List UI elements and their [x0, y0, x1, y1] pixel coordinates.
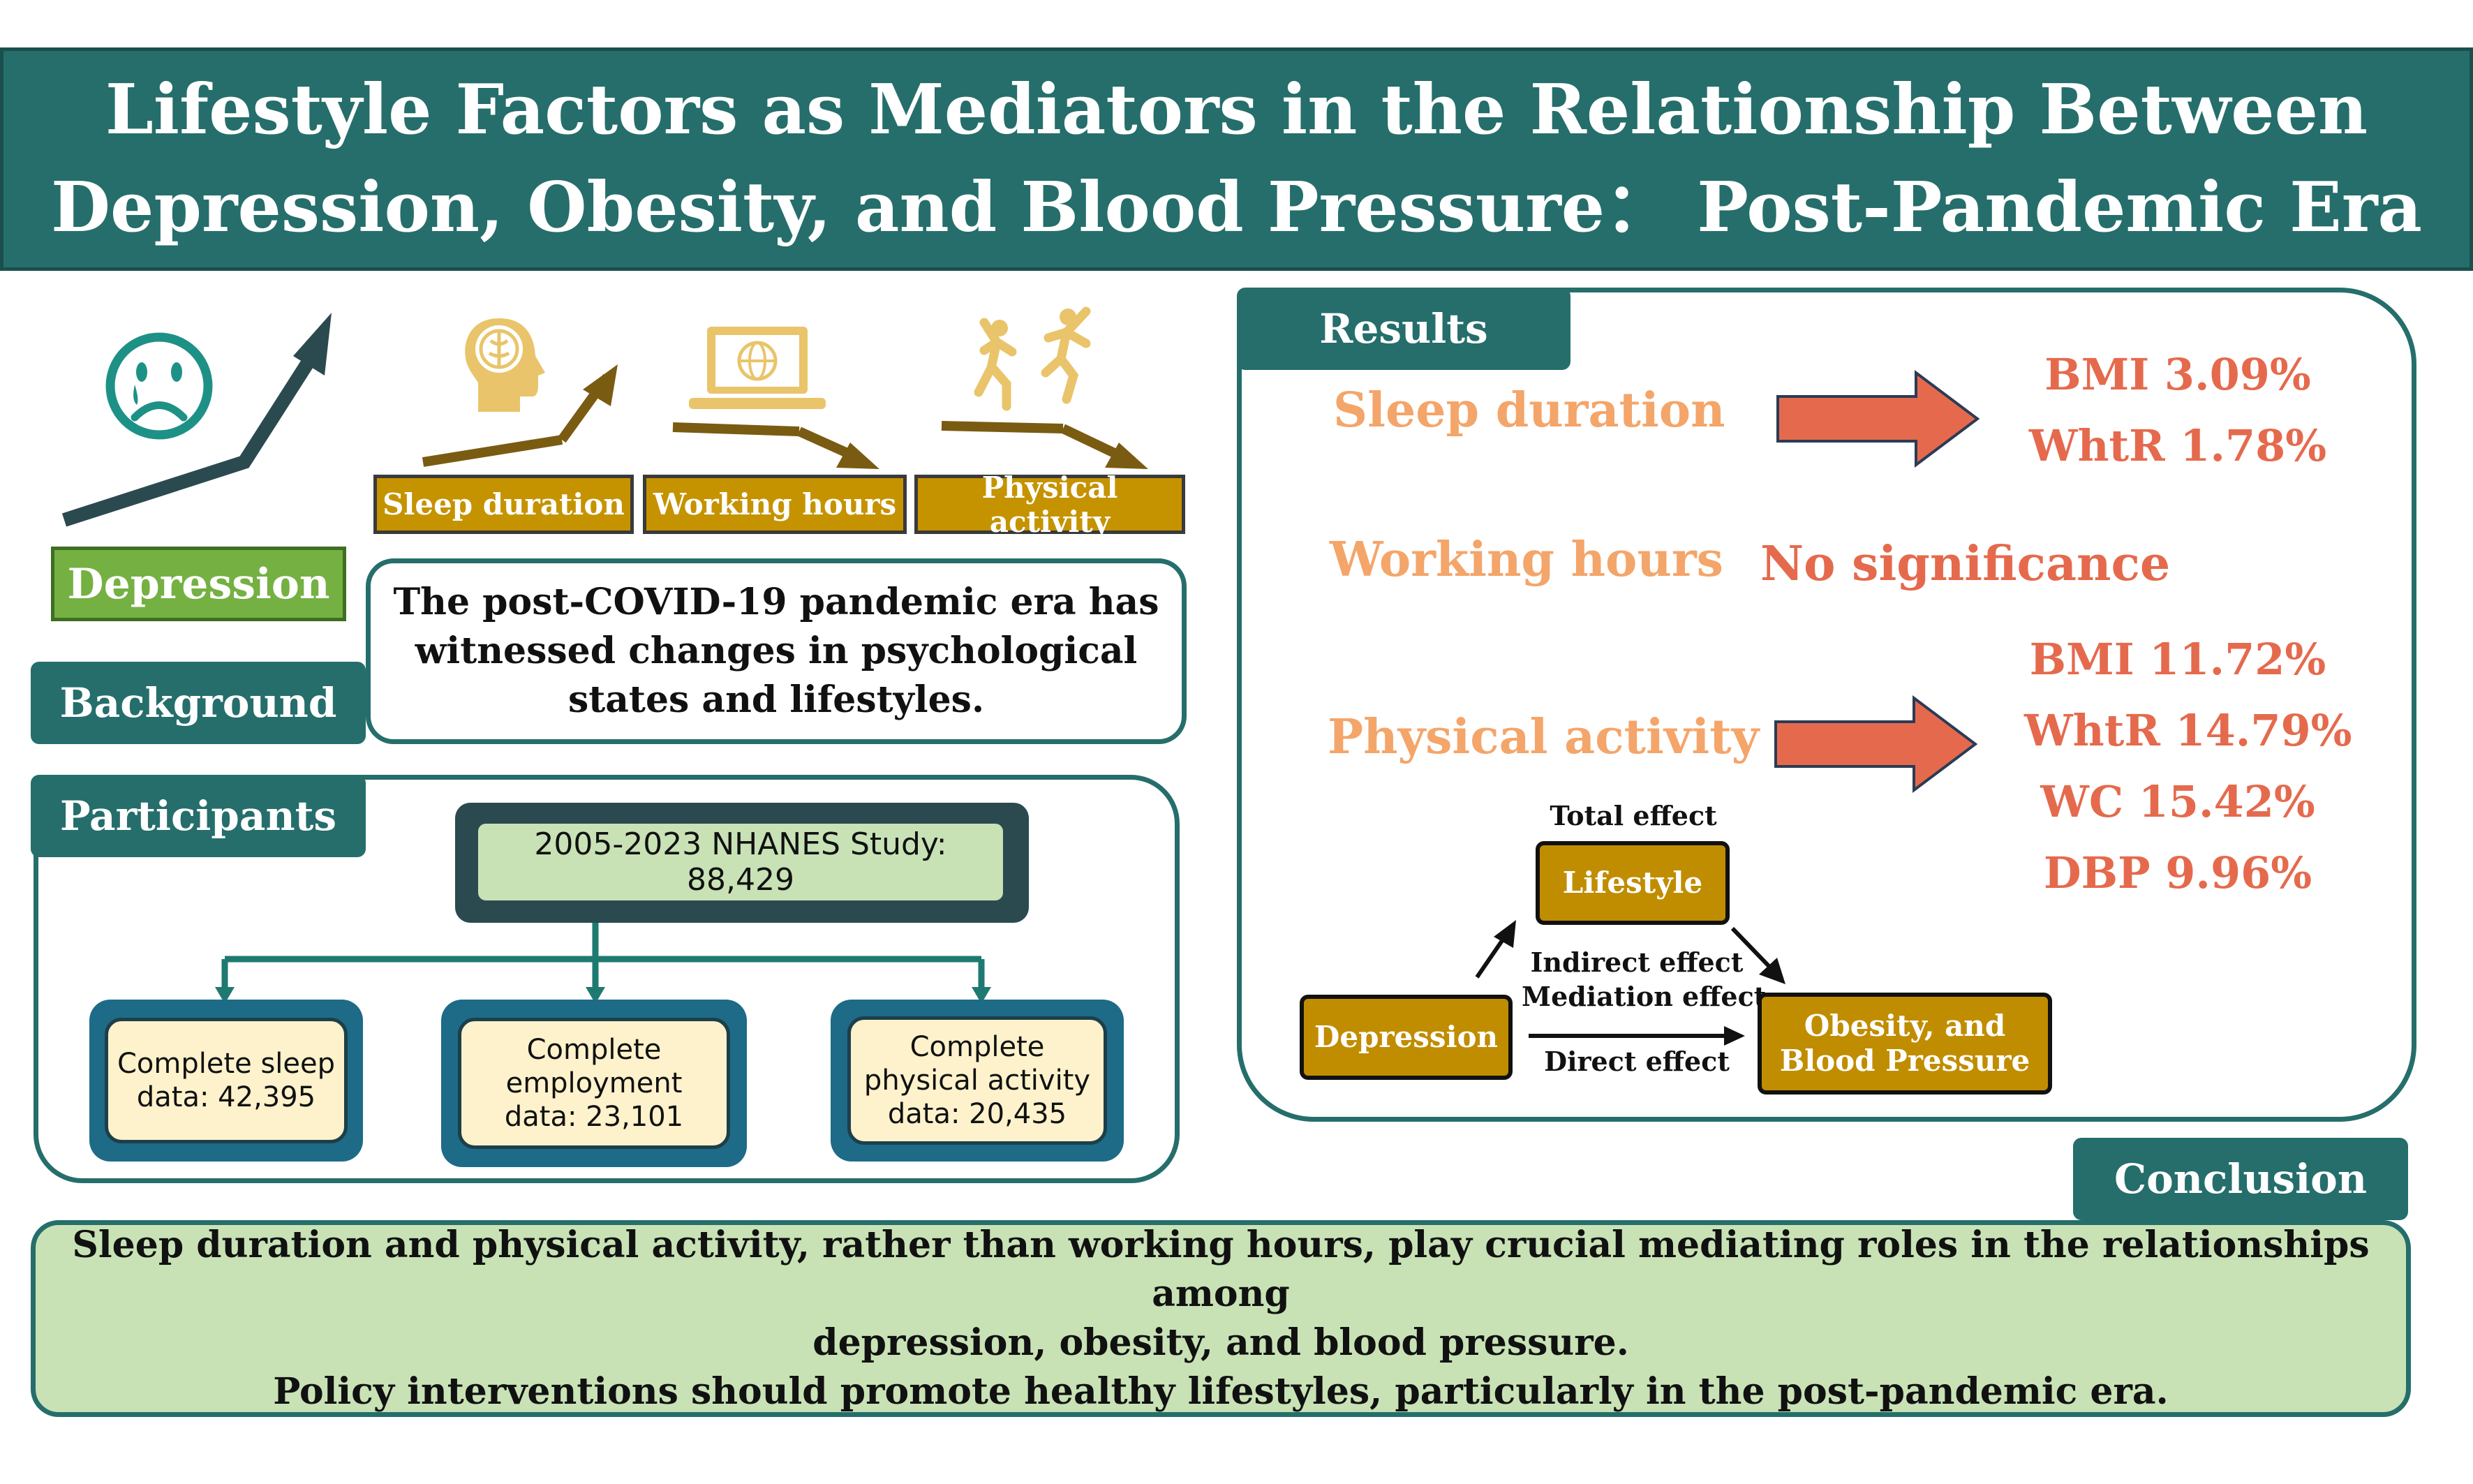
depression-box: Depression [1300, 995, 1513, 1080]
label-sleep-duration: Sleep duration [373, 475, 634, 534]
result-working-label: Working hours [1330, 532, 1723, 588]
physical-dbp-value: DBP 9.96% [2043, 847, 2312, 898]
sleep-increase-arrow [422, 364, 618, 467]
outcome-box: Obesity, and Blood Pressure [1758, 993, 2052, 1095]
mediation-arrows [1475, 920, 1785, 1046]
result-physical-label: Physical activity [1328, 709, 1760, 765]
total-effect-label: Total effect [1550, 800, 1717, 831]
working-decrease-arrow [672, 422, 879, 469]
background-line-1: The post-COVID-19 pandemic era has [393, 581, 1159, 623]
head-brain-icon [465, 318, 545, 412]
background-line-2: witnessed changes in psychological [415, 630, 1138, 672]
conclusion-box: Sleep duration and physical activity, ra… [31, 1220, 2411, 1417]
subset-employment-line-3: data: 23,101 [504, 1101, 684, 1133]
background-line-3: states and lifestyles. [567, 678, 985, 721]
lifestyle-box: Lifestyle [1536, 841, 1730, 925]
outcome-line-2: Blood Pressure [1779, 1044, 2030, 1078]
physical-result-arrow [1774, 695, 1978, 793]
physical-decrease-arrow [941, 421, 1148, 469]
label-physical-activity: Physical activity [914, 470, 1185, 539]
subset-employment-line-2: employment [505, 1067, 683, 1099]
label-depression: Depression [51, 547, 346, 621]
mediation-effect-label: Mediation effect [1522, 981, 1767, 1012]
participants-flow-connectors [215, 923, 991, 1004]
nhanes-source-box: 2005-2023 NHANES Study: 88,429 [475, 820, 1007, 904]
rising-trend-arrow [61, 313, 332, 527]
title-line-2: Depression, Obesity, and Blood Pressure：… [51, 168, 2422, 248]
conclusion-line-3: Policy interventions should promote heal… [273, 1370, 2169, 1413]
tab-background: Background [31, 662, 366, 744]
title-banner: Lifestyle Factors as Mediators in the Re… [0, 47, 2473, 271]
physical-wc-value: WC 15.42% [2040, 776, 2315, 827]
label-working-hours: Working hours [643, 475, 907, 534]
subset-physical-line-2: physical activity [863, 1064, 1091, 1097]
sleep-result-arrow [1776, 370, 1980, 468]
tab-conclusion: Conclusion [2073, 1138, 2408, 1220]
indirect-effect-label: Indirect effect [1530, 947, 1744, 978]
working-no-significance: No significance [1760, 536, 2171, 592]
physical-whtr-value: WhtR 14.79% [2024, 705, 2352, 756]
outcome-line-1: Obesity, and [1804, 1009, 2006, 1043]
participants-frame [34, 775, 1180, 1183]
sleep-whtr-value: WhtR 1.78% [2028, 420, 2327, 471]
subset-physical-line-3: data: 20,435 [887, 1098, 1067, 1130]
sleep-bmi-value: BMI 3.09% [2044, 349, 2311, 400]
direct-effect-label: Direct effect [1544, 1046, 1730, 1077]
subset-physical-box: Complete physical activity data: 20,435 [847, 1016, 1107, 1145]
subset-employment-box: Complete employment data: 23,101 [458, 1018, 730, 1149]
result-sleep-label: Sleep duration [1333, 383, 1725, 438]
subset-sleep-box: Complete sleep data: 42,395 [105, 1018, 348, 1143]
physical-bmi-value: BMI 11.72% [2029, 634, 2326, 685]
laptop-globe-icon [689, 327, 826, 409]
tab-participants: Participants [31, 775, 366, 857]
running-people-icon [974, 306, 1091, 411]
subset-sleep-line-2: data: 42,395 [136, 1081, 316, 1113]
background-statement: The post-COVID-19 pandemic era has witne… [366, 558, 1187, 744]
results-frame [1237, 288, 2416, 1122]
title-line-1: Lifestyle Factors as Mediators in the Re… [105, 70, 2368, 150]
tab-results: Results [1237, 288, 1570, 370]
subset-physical-line-1: Complete [909, 1031, 1045, 1063]
subset-employment-line-1: Complete [526, 1034, 662, 1066]
conclusion-line-2: depression, obesity, and blood pressure. [812, 1321, 1629, 1364]
subset-sleep-line-1: Complete sleep [117, 1048, 336, 1080]
conclusion-line-1: Sleep duration and physical activity, ra… [72, 1224, 2370, 1315]
sad-face-icon [105, 332, 213, 440]
